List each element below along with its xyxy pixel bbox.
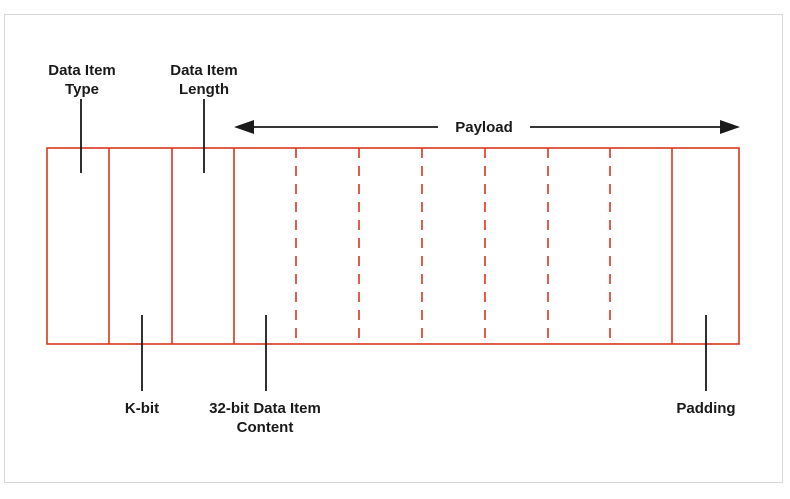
arrow-right-head	[720, 120, 740, 134]
payload-arrow	[234, 120, 740, 134]
label-payload: Payload	[455, 119, 513, 136]
label-data-item-length: Data Item Length	[170, 62, 238, 98]
diagram-frame	[4, 14, 783, 483]
label-data-item-type: Data Item Type	[48, 62, 116, 98]
label-padding: Padding	[676, 400, 736, 417]
label-32bit-data-item-content: 32-bit Data Item Content	[209, 400, 321, 436]
label-k-bit: K-bit	[124, 400, 160, 417]
packet-outline	[46, 147, 740, 345]
arrow-left-head	[234, 120, 254, 134]
